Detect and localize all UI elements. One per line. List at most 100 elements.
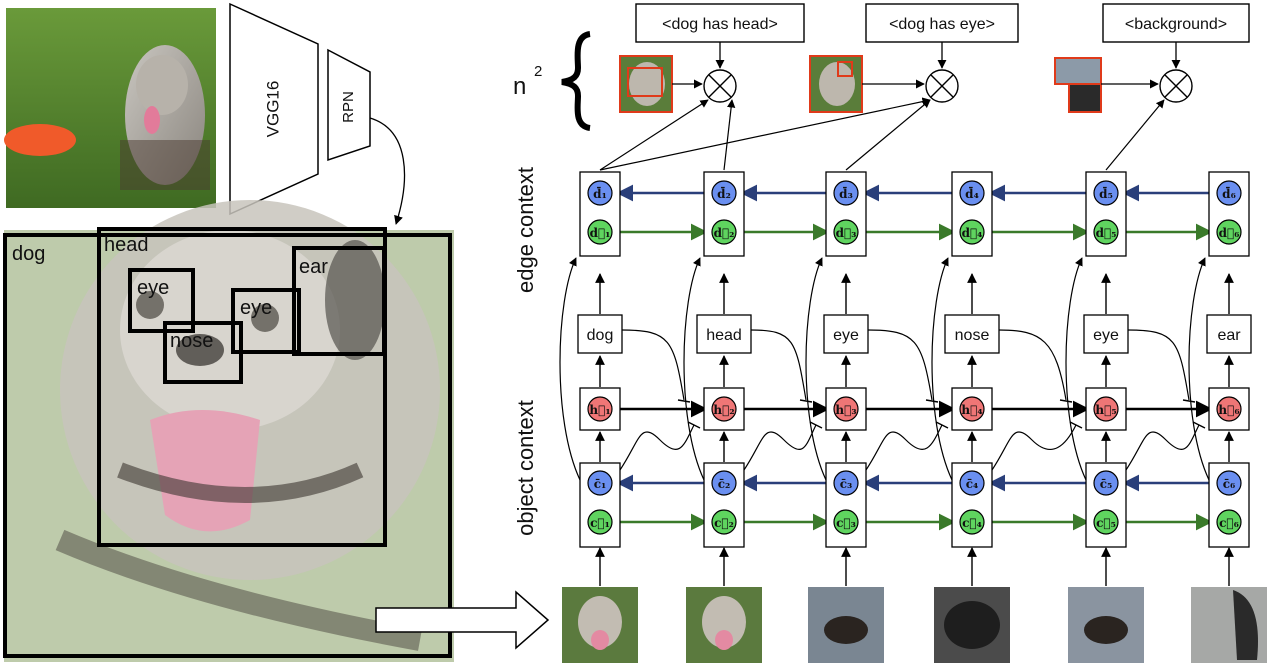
object-label-box <box>1083 314 1129 354</box>
feedback-blunt-end <box>687 421 701 429</box>
c-forward-node <box>711 509 737 535</box>
label-feedback-curve <box>1127 329 1190 401</box>
c-backward-node <box>1216 470 1242 496</box>
context-grid: c̄₁c⃗₁h⃗₁dogd̄₁d⃗₁c̄₂c⃗₂h⃗₂headd̄₂d⃗₂c̄₃… <box>559 171 1267 663</box>
object-context-label: object context <box>513 400 538 536</box>
c-forward-node-label: c⃗₃ <box>836 516 856 530</box>
relation-label: <dog has head> <box>662 16 778 33</box>
feedback-blunt-end <box>1192 421 1206 429</box>
context-feedback-curve <box>991 424 1077 471</box>
object-crop-image <box>1191 587 1267 663</box>
h-node-label: h⃗₂ <box>713 403 734 417</box>
skip-connection-arrow <box>1065 257 1087 481</box>
feedback-blunt-end <box>1069 421 1083 429</box>
dog-box <box>3 233 452 658</box>
d-forward-node <box>959 219 985 245</box>
d-forward-node <box>1093 219 1119 245</box>
dog-region-label: dog <box>12 243 45 265</box>
c-backward-node-label: c̄₅ <box>1100 477 1113 491</box>
object-label-box <box>696 314 752 354</box>
c-backward-node-label: c̄₄ <box>966 477 979 491</box>
feedback-blunt-end <box>677 399 691 403</box>
c-forward-node <box>1093 509 1119 535</box>
context-feedback-curve <box>743 424 817 471</box>
c-forward-node <box>833 509 859 535</box>
object-crop-image <box>808 587 884 663</box>
d-backward-node <box>711 180 737 206</box>
to-crops-arrow <box>375 590 550 650</box>
d-backward-node <box>1093 180 1119 206</box>
object-crop-image <box>562 587 638 663</box>
h-node <box>1093 396 1119 422</box>
h-node-label: h⃗₃ <box>835 403 856 417</box>
region-labels: dog head eye nose eye ear <box>12 234 328 352</box>
c-backward-node <box>711 470 737 496</box>
c-backward-node-label: c̄₆ <box>1223 477 1236 491</box>
feedback-blunt-end <box>799 399 813 403</box>
d-forward-node-label: d⃗₃ <box>836 226 857 240</box>
rpn-to-regions-arrow <box>369 117 406 225</box>
left-eye-box <box>128 268 195 333</box>
d-forward-node-label: d⃗₄ <box>962 226 983 240</box>
h-node <box>1216 396 1242 422</box>
c-backward-node <box>833 470 859 496</box>
ear-box <box>292 246 386 356</box>
d-forward-node <box>711 219 737 245</box>
nose-region-label: nose <box>170 330 213 352</box>
union-crop-thumbnail <box>1054 57 1102 113</box>
object-label: ear <box>1217 327 1241 344</box>
c-forward-node-label: c⃗₁ <box>590 516 610 530</box>
label-feedback-curve <box>750 329 807 401</box>
rpn-block: RPN <box>327 48 371 162</box>
head-region-label: head <box>104 234 149 256</box>
c-forward-node-label: c⃗₄ <box>962 516 982 530</box>
h-node-label: h⃗₁ <box>589 403 610 417</box>
c-forward-node <box>1216 509 1242 535</box>
c-backward-node-label: c̄₁ <box>594 477 607 491</box>
edge-to-otimes-arrow <box>1105 99 1165 171</box>
skip-connection-arrow <box>683 257 705 481</box>
eye-region-label-2: eye <box>240 297 272 319</box>
input-photo <box>4 8 216 208</box>
head-box <box>97 227 387 547</box>
rpn-label: RPN <box>340 91 357 123</box>
c-backward-node-label: c̄₃ <box>840 477 853 491</box>
d-forward-node <box>833 219 859 245</box>
object-crop-image <box>934 587 1010 663</box>
c-backward-node-label: c̄₂ <box>718 477 731 491</box>
c-backward-node <box>959 470 985 496</box>
object-label: eye <box>1093 327 1119 344</box>
d-backward-node <box>833 180 859 206</box>
c-forward-node-label: c⃗₆ <box>1219 516 1239 530</box>
n-squared: n 2 <box>513 63 542 100</box>
d-forward-node-label: d⃗₆ <box>1219 226 1240 240</box>
union-crop-thumbnail <box>809 55 863 113</box>
d-forward-node-label: d⃗₂ <box>714 226 735 240</box>
right-eye-box <box>231 288 301 354</box>
h-node <box>587 396 613 422</box>
d-forward-node-label: d⃗₁ <box>590 226 611 240</box>
feedback-blunt-end <box>809 421 823 429</box>
d-backward-node-label: d̄₃ <box>839 185 853 201</box>
d-backward-node-label: d̄₁ <box>593 185 607 201</box>
relation-2: <dog has eye> <box>809 3 1019 113</box>
object-label: head <box>706 327 742 344</box>
object-crop-image <box>686 587 762 663</box>
vgg16-block: VGG16 <box>229 2 319 216</box>
curly-brace <box>561 31 591 131</box>
object-label: dog <box>587 327 614 344</box>
feedback-blunt-end <box>925 399 939 403</box>
d-backward-node-label: d̄₅ <box>1099 185 1113 201</box>
relation-3: <background> <box>1054 3 1250 113</box>
label-feedback-curve <box>621 329 685 401</box>
label-feedback-curve <box>998 329 1067 401</box>
object-label-box <box>1206 314 1252 354</box>
edge-to-otimes-arrow <box>599 97 931 171</box>
edge-to-otimes-arrow <box>723 99 736 171</box>
object-label-box <box>944 314 1000 354</box>
d-backward-node <box>587 180 613 206</box>
skip-connection-arrow <box>931 257 953 481</box>
